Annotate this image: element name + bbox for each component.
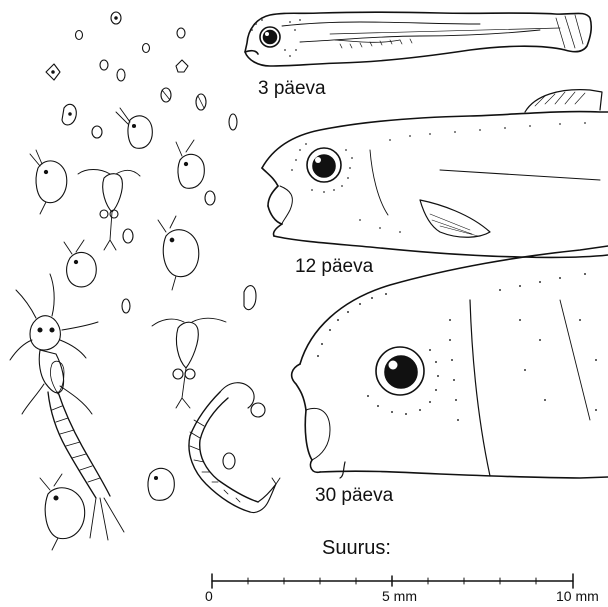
rotifer [176, 60, 188, 72]
rotifer [76, 31, 83, 40]
rotifer [177, 28, 185, 38]
daphnia [64, 240, 96, 287]
scale-title: Suurus: [322, 537, 391, 560]
chironomid-larva [189, 383, 280, 513]
daphnia [116, 108, 152, 148]
daphnia [40, 474, 85, 550]
rotifer [223, 453, 235, 469]
rotifer [229, 114, 237, 130]
larva-3-days [245, 12, 591, 66]
zooplankton-field [10, 12, 280, 550]
daphnia [148, 468, 174, 500]
larva-12-days [262, 90, 608, 258]
rotifer [161, 88, 171, 102]
daphnia [176, 140, 204, 188]
daphnia [158, 216, 199, 290]
scale-tick-label: 10 mm [556, 588, 599, 604]
rotifer [196, 94, 206, 110]
copepod [152, 318, 226, 408]
rotifer [117, 69, 125, 81]
rotifer [244, 286, 256, 310]
scale-bar [212, 574, 573, 588]
rotifer [205, 191, 215, 205]
rotifer [100, 60, 108, 70]
scale-tick-label: 5 mm [382, 588, 417, 604]
rotifer [123, 229, 133, 243]
copepod [78, 170, 140, 251]
rotifer [122, 299, 130, 313]
rotifer [111, 12, 121, 24]
stage-label-12-days: 12 päeva [295, 256, 373, 278]
stage-label-3-days: 3 päeva [258, 78, 326, 100]
rotifer [62, 104, 76, 125]
daphnia [30, 150, 67, 214]
stage-label-30-days: 30 päeva [315, 485, 393, 507]
rotifer [143, 44, 150, 53]
scale-tick-label: 0 [205, 588, 213, 604]
rotifer [92, 126, 102, 138]
rotifer [46, 64, 60, 80]
larva-30-days [292, 246, 608, 478]
mayfly-nymph [10, 274, 124, 540]
